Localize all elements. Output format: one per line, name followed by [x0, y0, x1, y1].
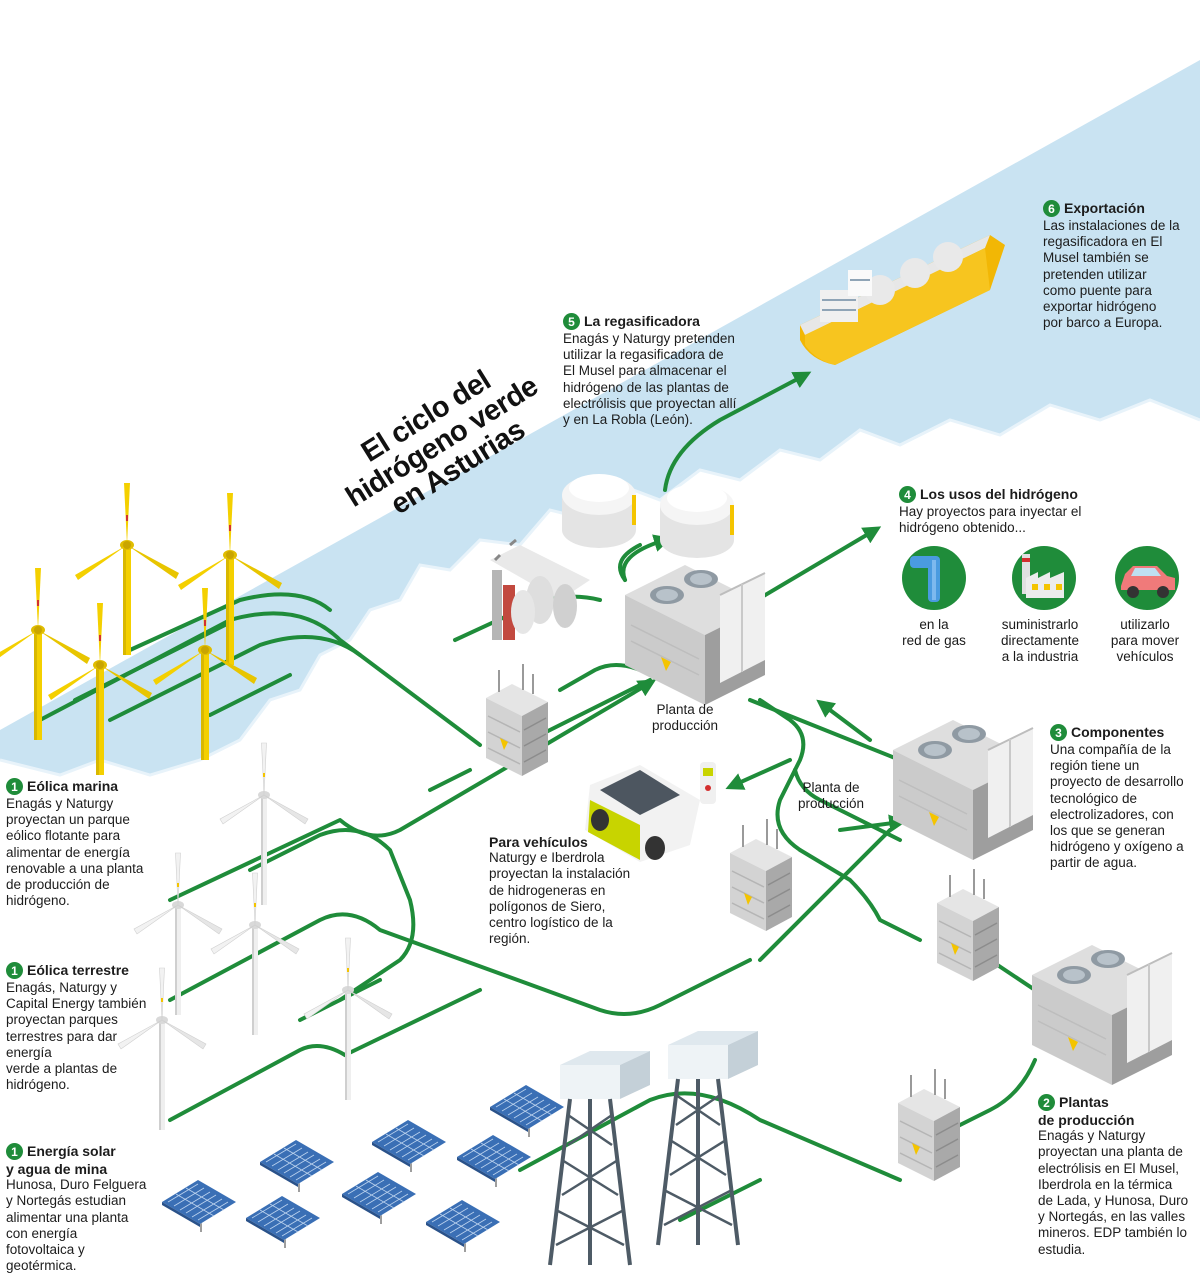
text-line: partir de agua. — [1050, 855, 1138, 871]
text-line: y en La Robla (León). — [563, 412, 693, 428]
text-line: estudia. — [1038, 1241, 1086, 1257]
car-icon — [1115, 546, 1179, 610]
text-line: electrólisis en El Musel, — [1038, 1160, 1180, 1176]
step-badge: 4 — [899, 486, 916, 503]
text-line: proyectan un parque — [6, 812, 130, 828]
regasification-plant — [490, 538, 590, 640]
text-line: de producción de — [6, 877, 110, 893]
text-line: fotovoltaica y — [6, 1242, 85, 1258]
text-line: hidrógeno. — [6, 893, 70, 909]
text-line: y Nortegás, en las valles — [1038, 1209, 1186, 1225]
text-line: proyectan parques — [6, 1012, 118, 1028]
text-line: Naturgy e Iberdrola — [489, 850, 605, 866]
text-line: electrólisis que proyectan allí — [563, 395, 737, 411]
text-line: mineros. EDP también lo — [1038, 1225, 1188, 1241]
text-line: con energía — [6, 1225, 78, 1241]
text-line: utilizar la regasificadora de — [563, 347, 724, 363]
text-line: los que se generan — [1050, 823, 1165, 839]
text-line: proyecto de desarrollo — [1050, 774, 1184, 790]
section-title: Los usos del hidrógeno — [920, 486, 1078, 502]
gas-pipe-icon — [902, 546, 966, 610]
text-line: pretenden utilizar — [1043, 266, 1147, 282]
factory-icon — [1012, 546, 1076, 610]
text-line: región. — [489, 931, 531, 947]
planta-label-1: Planta de producción — [651, 702, 719, 733]
hydrogen-car — [585, 762, 716, 862]
text-line: electrolizadores, con — [1050, 806, 1174, 822]
text-line: alimentar una planta — [6, 1209, 129, 1225]
section-title: Energía solar — [27, 1143, 116, 1159]
text-line: hidrógeno. — [6, 1077, 70, 1093]
step-badge: 6 — [1043, 200, 1060, 217]
text-line: exportar hidrógeno — [1043, 299, 1157, 315]
step-badge: 5 — [563, 313, 580, 330]
use-label-gas: en la red de gas — [902, 617, 966, 648]
text-line: tecnológico de — [1050, 790, 1138, 806]
step-badge: 1 — [6, 1143, 23, 1160]
section-title: Exportación — [1064, 200, 1145, 216]
section-title: La regasificadora — [584, 313, 700, 329]
use-label-industria: suministrarlo directamente a la industri… — [1000, 617, 1080, 664]
text-line: Iberdrola en la térmica — [1038, 1176, 1173, 1192]
text-line: proyectan una planta de — [1038, 1144, 1183, 1160]
text-line: centro logístico de la — [489, 915, 613, 931]
section-title-line2: de producción — [1038, 1112, 1135, 1128]
section-title: Para vehículos — [489, 834, 588, 850]
text-line: renovable a una planta — [6, 860, 144, 876]
planta-label-2: Planta de producción — [797, 780, 865, 811]
text-line: Enagás y Naturgy pretenden — [563, 331, 735, 346]
text-line: regasificadora en El — [1043, 234, 1163, 250]
text-line: región tiene un — [1050, 758, 1140, 774]
text-line: Enagás y Naturgy — [6, 796, 114, 811]
section-vehiculos: Para vehículos Naturgy e Iberdrola proye… — [489, 834, 649, 947]
text-line: Musel también se — [1043, 250, 1149, 266]
text-line: Capital Energy también — [6, 996, 147, 1012]
section-title: Componentes — [1071, 724, 1165, 740]
section-title: Plantas — [1059, 1094, 1109, 1110]
text-line: Hay proyectos para inyectar el — [899, 504, 1082, 519]
step-badge: 2 — [1038, 1094, 1055, 1111]
text-line: Hunosa, Duro Felguera — [6, 1177, 147, 1193]
section-title: Eólica marina — [27, 778, 119, 794]
text-line: geotérmica. — [6, 1258, 77, 1274]
text-line: de Lada, y Hunosa, Duro — [1038, 1193, 1189, 1209]
text-line: hidrógeno y oxígeno a — [1050, 839, 1184, 855]
text-line: proyectan la instalación — [489, 866, 631, 882]
text-line: hidrógeno de las plantas de — [563, 379, 729, 395]
text-line: Enagás, Naturgy y — [6, 980, 118, 995]
text-line: verde a plantas de — [6, 1061, 118, 1077]
step-badge: 1 — [6, 778, 23, 795]
text-line: eólico flotante para — [6, 828, 121, 844]
text-line: por barco a Europa. — [1043, 315, 1163, 331]
text-line: Las instalaciones de la — [1043, 218, 1180, 233]
text-line: alimentar de energía — [6, 844, 130, 860]
section-title-line2: y agua de mina — [6, 1161, 108, 1177]
text-line: Una compañía de la — [1050, 742, 1171, 757]
section-title: Eólica terrestre — [27, 962, 129, 978]
text-line: de hidrogeneras en — [489, 882, 606, 898]
text-line: El Musel para almacenar el — [563, 363, 727, 379]
text-line: y Nortegás estudian — [6, 1193, 127, 1209]
text-line: polígonos de Siero, — [489, 898, 606, 914]
lng-ship — [800, 235, 1005, 365]
text-line: hidrógeno obtenido... — [899, 520, 1026, 536]
text-line: terrestres para dar — [6, 1028, 118, 1044]
step-badge: 1 — [6, 962, 23, 979]
step-badge: 3 — [1050, 724, 1067, 741]
text-line: Enagás y Naturgy — [1038, 1128, 1146, 1144]
text-line: energía — [6, 1044, 52, 1060]
text-line: como puente para — [1043, 282, 1152, 298]
use-label-vehiculos: utilizarlo para mover vehículos — [1110, 617, 1180, 664]
